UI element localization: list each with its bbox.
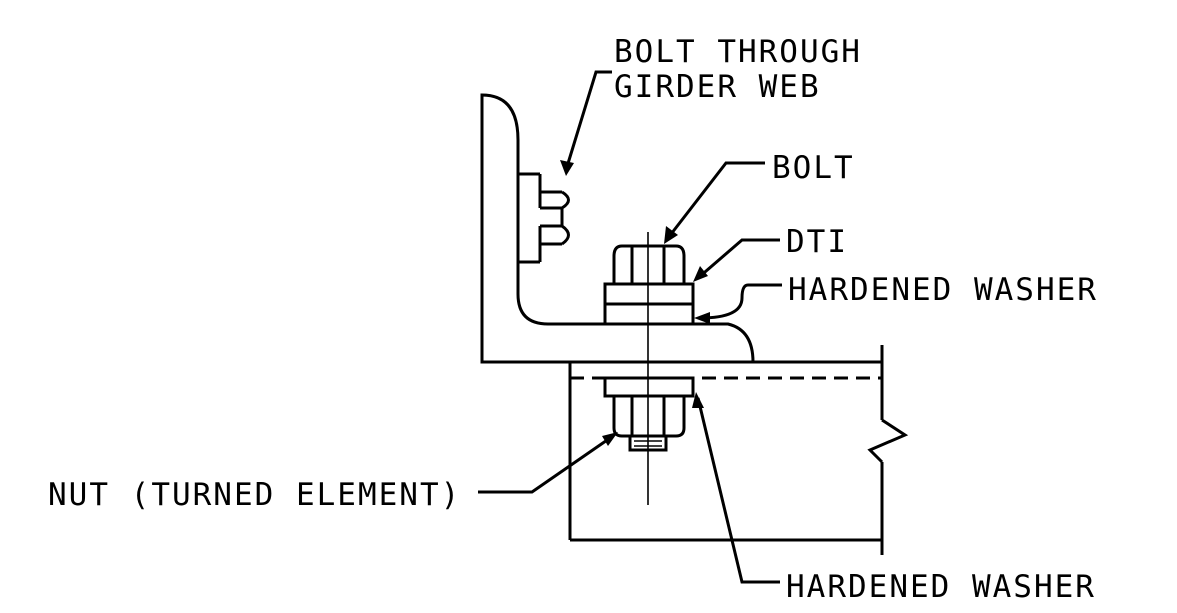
label-hardened-washer-top: HARDENED WASHER bbox=[788, 272, 1098, 308]
girder-flange bbox=[568, 345, 909, 555]
label-hardened-washer-bottom: HARDENED WASHER bbox=[786, 569, 1096, 605]
dti bbox=[603, 282, 695, 306]
angle-section bbox=[480, 93, 755, 364]
label-nut: NUT (TURNED ELEMENT) bbox=[48, 477, 461, 513]
nut bbox=[612, 396, 686, 438]
label-dti: DTI bbox=[786, 224, 848, 260]
bolt-tail-threads bbox=[628, 434, 668, 452]
leader-lines bbox=[478, 70, 782, 584]
girder-web-bolt bbox=[518, 172, 570, 264]
bolt-head bbox=[612, 244, 686, 284]
hardened-washer-bottom bbox=[603, 376, 695, 398]
hardened-washer-top bbox=[603, 302, 695, 326]
label-bolt-through-line2: GIRDER WEB bbox=[614, 69, 821, 105]
label-bolt-through-line1: BOLT THROUGH bbox=[614, 34, 862, 70]
label-bolt: BOLT bbox=[772, 150, 855, 186]
